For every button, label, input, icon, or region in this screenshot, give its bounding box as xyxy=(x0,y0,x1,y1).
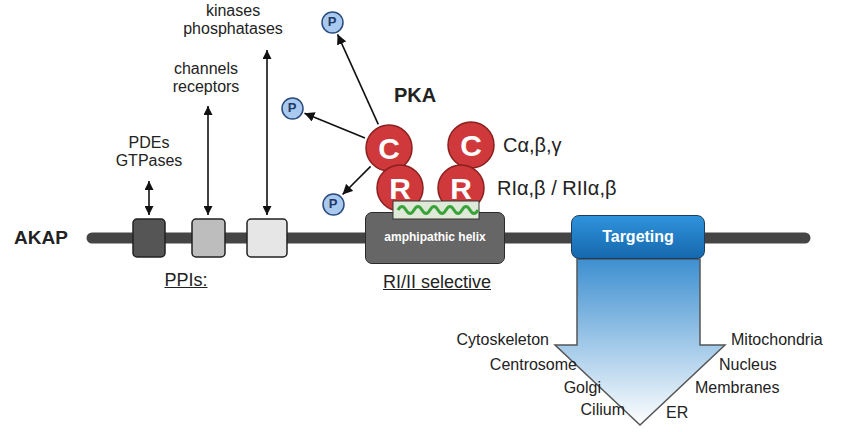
phosphorylation-arrow xyxy=(338,34,379,124)
node-text: P xyxy=(288,101,297,115)
catalytic-subunit: C xyxy=(447,121,495,169)
helix-icon xyxy=(392,200,480,220)
node-text: amphipathic helix xyxy=(384,231,485,244)
kinase-title: PKA xyxy=(394,84,436,107)
node-text: R xyxy=(389,172,411,205)
helix-coil xyxy=(398,207,478,214)
location-label: Membranes xyxy=(695,379,779,397)
location-label: Cytoskeleton xyxy=(457,331,550,349)
phosphorylation-arrow xyxy=(304,113,364,138)
location-label: Cilium xyxy=(581,401,625,419)
region-label: PPIs: xyxy=(164,270,207,291)
circle-shape xyxy=(322,12,343,33)
interactor-label: kinases phosphatases xyxy=(183,2,283,39)
interaction-arrow xyxy=(266,50,268,215)
targeting-arrow xyxy=(555,259,725,425)
isoform-label: Cα,β,γ xyxy=(503,134,562,157)
catalytic-subunit: C xyxy=(365,124,413,172)
location-label: Mitochondria xyxy=(731,331,823,349)
interactor-label: channels receptors xyxy=(173,60,240,97)
isoform-label: RIα,β / RIIα,β xyxy=(497,177,616,200)
circle-shape xyxy=(323,194,344,215)
ppi-domain xyxy=(192,219,225,257)
circle-shape xyxy=(448,122,494,168)
helix-frame xyxy=(393,201,479,219)
circle-shape xyxy=(282,98,303,119)
location-label: ER xyxy=(666,404,688,422)
node-text: C xyxy=(460,129,482,162)
phosphorylation-arrow xyxy=(343,166,371,194)
node-text: P xyxy=(328,15,337,29)
location-label: Centrosome xyxy=(490,356,577,374)
region-label: RI/II selective xyxy=(383,272,491,293)
node-text: P xyxy=(329,197,338,211)
anchoring-domain: amphipathic helix xyxy=(365,212,505,264)
interaction-arrow xyxy=(207,106,209,215)
circle-shape xyxy=(366,125,412,171)
location-label: Nucleus xyxy=(719,356,777,374)
ppi-domain xyxy=(133,219,165,257)
targeting-domain: Targeting xyxy=(571,215,705,259)
interactor-label: PDEs GTPases xyxy=(116,134,183,171)
ppi-domain xyxy=(247,219,287,257)
location-label: Golgi xyxy=(564,379,601,397)
node-text: R xyxy=(450,172,472,205)
node-text: C xyxy=(378,132,400,165)
node-text: Targeting xyxy=(602,228,674,246)
protein-title: AKAP xyxy=(14,227,68,249)
phospho-site: P xyxy=(281,97,304,120)
phospho-site: P xyxy=(321,11,344,34)
interaction-arrow xyxy=(148,181,150,215)
phospho-site: P xyxy=(322,193,345,216)
